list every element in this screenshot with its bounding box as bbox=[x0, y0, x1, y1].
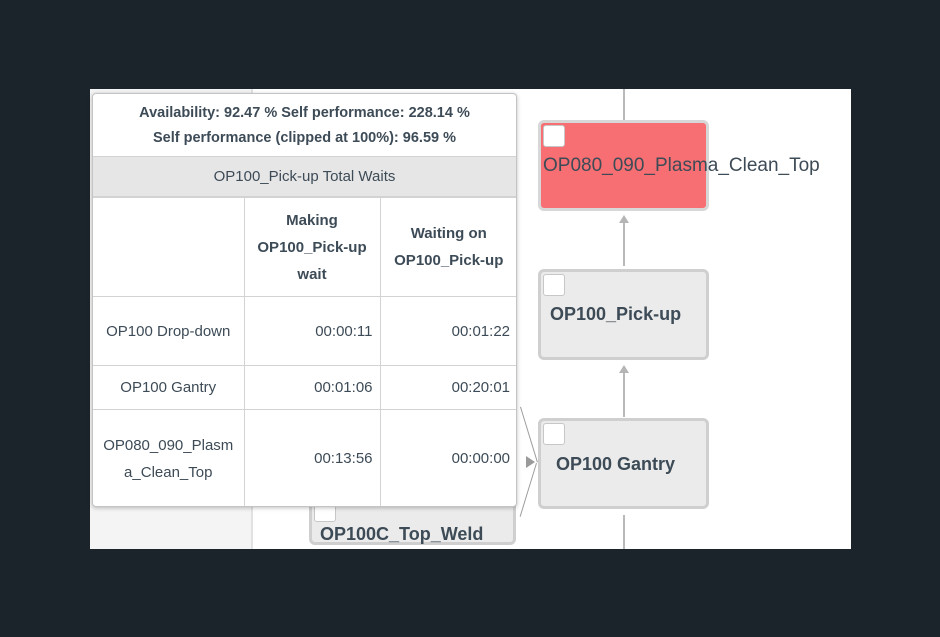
arrow-up-icon bbox=[619, 215, 629, 223]
connector-diagonal-lower bbox=[519, 463, 537, 517]
node-pickup[interactable]: OP100_Pick-up bbox=[538, 269, 709, 360]
waits-table: Making OP100_Pick-up wait Waiting on OP1… bbox=[93, 197, 516, 506]
connector-diagonal-upper bbox=[520, 406, 538, 463]
making-wait-value: 00:13:56 bbox=[243, 409, 381, 506]
connector-pickup-gantry bbox=[623, 371, 625, 417]
table-row: OP100 Gantry 00:01:06 00:20:01 bbox=[93, 365, 516, 410]
node-label: OP080_090_Plasma_Clean_Top bbox=[543, 155, 820, 176]
making-wait-value: 00:00:11 bbox=[243, 296, 381, 366]
node-label: OP100C_Top_Weld bbox=[320, 524, 484, 544]
table-row: OP100 Drop-down 00:00:11 00:01:22 bbox=[93, 296, 516, 366]
self-performance-line: Self performance (clipped at 100%): 96.5… bbox=[153, 129, 456, 146]
waiting-on-value: 00:00:00 bbox=[379, 409, 516, 506]
row-name: OP100 Drop-down bbox=[93, 296, 245, 366]
node-label: OP100 Gantry bbox=[556, 454, 676, 474]
waiting-on-value: 00:20:01 bbox=[379, 365, 516, 410]
node-gantry[interactable]: OP100 Gantry bbox=[538, 418, 709, 509]
column-header: Waiting on OP100_Pick-up bbox=[379, 197, 516, 297]
availability-line: Availability: 92.47 % Self performance: … bbox=[139, 104, 470, 121]
table-row: OP080_090_Plasma_Clean_Top 00:13:56 00:0… bbox=[93, 409, 516, 506]
node-checkbox[interactable] bbox=[543, 274, 565, 296]
node-checkbox[interactable] bbox=[543, 423, 565, 445]
performance-tooltip: Availability: 92.47 % Self performance: … bbox=[92, 93, 517, 507]
node-label: OP100_Pick-up bbox=[550, 304, 682, 324]
waiting-on-value: 00:01:22 bbox=[379, 296, 516, 366]
column-header: Making OP100_Pick-up wait bbox=[243, 197, 381, 297]
arrow-right-icon bbox=[526, 456, 535, 468]
node-checkbox[interactable] bbox=[543, 125, 565, 147]
connector-top bbox=[623, 89, 625, 120]
row-name: OP100 Gantry bbox=[93, 365, 245, 410]
arrow-up-icon bbox=[619, 365, 629, 373]
connector-bottom bbox=[623, 515, 625, 549]
node-plasma-clean-top[interactable]: OP080_090_Plasma_Clean_Top bbox=[538, 120, 820, 211]
making-wait-value: 00:01:06 bbox=[243, 365, 381, 410]
column-header bbox=[93, 197, 245, 297]
total-waits-title: OP100_Pick-up Total Waits bbox=[93, 157, 516, 197]
connector-plasma-pickup bbox=[623, 221, 625, 266]
row-name: OP080_090_Plasma_Clean_Top bbox=[93, 409, 245, 506]
tooltip-header: Availability: 92.47 % Self performance: … bbox=[93, 94, 516, 157]
table-header-row: Making OP100_Pick-up wait Waiting on OP1… bbox=[93, 197, 516, 297]
